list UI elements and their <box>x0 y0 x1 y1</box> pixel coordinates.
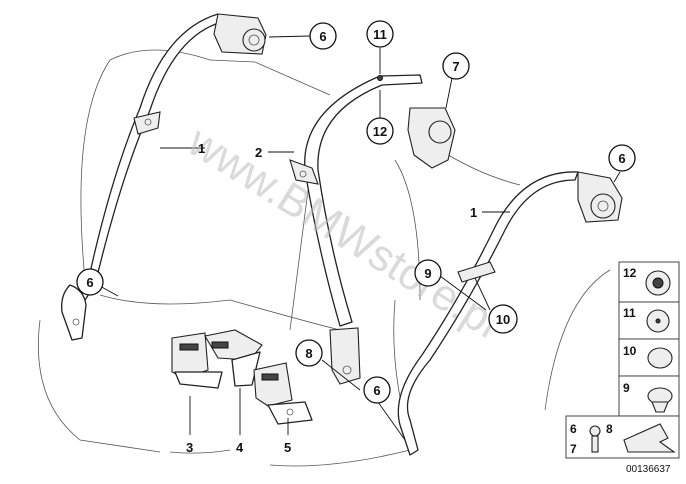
svg-text:6: 6 <box>570 422 577 436</box>
seat-outline <box>37 49 611 467</box>
label-1-right: 1 <box>470 205 477 220</box>
svg-text:8: 8 <box>305 346 312 361</box>
svg-text:12: 12 <box>373 124 387 139</box>
callout-10: 10 <box>488 304 518 334</box>
legend-item-10: 10 <box>618 338 680 377</box>
svg-text:8: 8 <box>606 422 613 436</box>
legend-item-9: 9 <box>618 375 680 417</box>
legend-item-bolts: 6 8 7 <box>565 415 680 459</box>
legend-panel: 12 11 10 9 6 8 7 <box>565 261 680 459</box>
buckle-3 <box>171 332 223 389</box>
svg-text:9: 9 <box>623 381 630 395</box>
svg-text:7: 7 <box>570 442 577 456</box>
callout-6-top: 6 <box>309 22 337 50</box>
svg-text:9: 9 <box>424 266 431 281</box>
legend-item-11: 11 <box>618 301 680 340</box>
callout-9: 9 <box>414 259 442 287</box>
legend-item-12: 12 <box>618 261 680 303</box>
svg-text:11: 11 <box>623 306 636 320</box>
reference-number: 00136637 <box>626 464 671 475</box>
leader-lines <box>97 35 621 441</box>
label-1-left: 1 <box>198 141 205 156</box>
svg-text:11: 11 <box>373 27 387 42</box>
svg-text:6: 6 <box>373 383 380 398</box>
buckle-5 <box>253 362 313 425</box>
svg-text:10: 10 <box>496 312 510 327</box>
label-3: 3 <box>186 440 193 455</box>
middle-belt-assembly <box>289 74 456 385</box>
callout-12: 12 <box>366 117 394 145</box>
buckle-4 <box>204 329 263 387</box>
callout-6-left: 6 <box>76 268 104 296</box>
svg-text:6: 6 <box>86 275 93 290</box>
svg-text:12: 12 <box>623 266 637 280</box>
label-2: 2 <box>255 145 262 160</box>
label-5: 5 <box>284 440 291 455</box>
callout-8: 8 <box>295 339 323 367</box>
svg-text:6: 6 <box>319 29 326 44</box>
callout-6-right: 6 <box>608 144 636 172</box>
callout-6-bottom: 6 <box>363 376 391 404</box>
callout-7: 7 <box>442 52 470 80</box>
callout-11: 11 <box>366 20 394 48</box>
svg-text:7: 7 <box>452 59 459 74</box>
svg-text:6: 6 <box>618 151 625 166</box>
label-4: 4 <box>236 440 244 455</box>
svg-text:10: 10 <box>623 344 637 358</box>
